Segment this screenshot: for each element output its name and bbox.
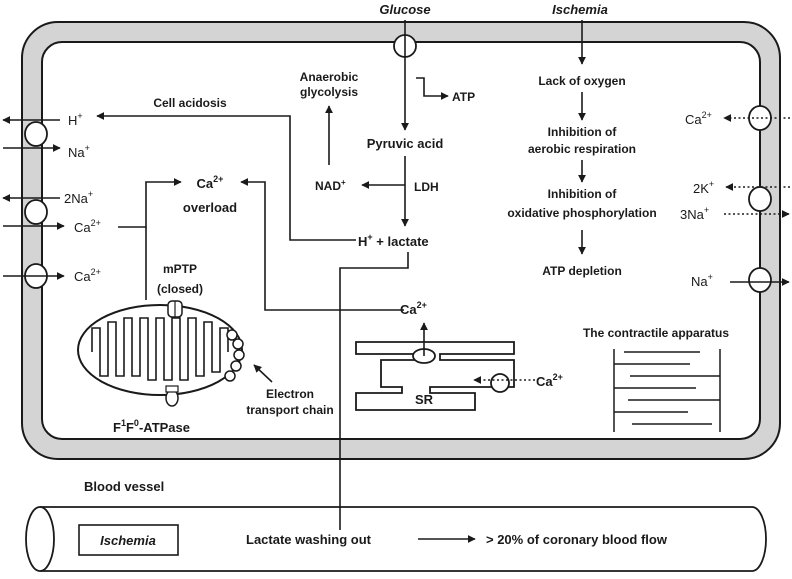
etc-pointer-arrow	[253, 364, 273, 383]
etc-label-2: transport chain	[246, 403, 333, 417]
sarcomere-filaments	[614, 351, 720, 425]
vessel-ischemia-label: Ischemia	[100, 533, 156, 548]
na-ion-label: Na+	[68, 143, 90, 160]
ca-ion-label-1: Ca2+	[74, 218, 101, 235]
anaerobic-glycolysis-label-1: Anaerobic	[300, 70, 359, 84]
sr-ca-to-overload-arrow	[240, 178, 404, 311]
inhibition-aerobic-2: aerobic respiration	[528, 142, 636, 156]
lack-of-oxygen: Lack of oxygen	[538, 74, 625, 88]
pyruvic-acid-label: Pyruvic acid	[367, 136, 444, 151]
inhibition-oxphos-1: Inhibition of	[548, 187, 618, 201]
mitochondrion	[77, 300, 273, 407]
lactate-washout-line	[339, 252, 409, 530]
ischemia-box	[78, 524, 179, 556]
na-channel-right	[748, 267, 772, 293]
right-na3-label: 3Na+	[680, 205, 709, 222]
sr-membrane	[355, 341, 515, 411]
contractile-label: The contractile apparatus	[583, 326, 729, 340]
atpase-label: F1F0-ATPase	[113, 418, 190, 435]
anaerobic-glycolysis-label-2: glycolysis	[300, 85, 358, 99]
ca-ion-label-2: Ca2+	[74, 267, 101, 284]
vessel-left-end	[25, 506, 55, 572]
sr-ca-release-label: Ca2+	[400, 300, 427, 317]
sr-label: SR	[415, 392, 434, 407]
glucose-label: Glucose	[379, 2, 430, 17]
atp-arrow	[416, 77, 449, 100]
mptp-label-1: mPTP	[163, 262, 197, 276]
left-ion-exchange: H+ Na+ 2Na+ Ca2+ Ca2+	[2, 111, 101, 284]
mitochondrion-cristae	[91, 317, 229, 381]
contractile-apparatus: The contractile apparatus	[583, 326, 729, 432]
right-na-label: Na+	[691, 272, 713, 289]
right-k-label: 2K+	[693, 179, 714, 196]
ldh-label: LDH	[414, 180, 439, 194]
overload-ca-label: Ca2+	[197, 174, 224, 191]
vessel-right-end	[751, 506, 767, 572]
sarcoplasmic-reticulum: SR Ca2+	[355, 322, 563, 411]
membrane-transporters	[24, 34, 772, 293]
glycolysis-pathway: ATP Anaerobic glycolysis Pyruvic acid NA…	[300, 20, 475, 249]
sr-ca-uptake-label: Ca2+	[536, 372, 563, 389]
nad-label: NAD+	[315, 178, 346, 193]
mptp-label-2: (closed)	[157, 282, 203, 296]
serca-pump	[490, 373, 510, 393]
ca-to-overload-arrow	[118, 178, 182, 228]
na-ca-exchanger	[24, 199, 48, 225]
ca-overload: Ca2+ overload Ca2+	[118, 174, 427, 317]
atp-depletion: ATP depletion	[542, 264, 622, 278]
blood-vessel-label: Blood vessel	[84, 479, 164, 494]
overload-label: overload	[183, 200, 237, 215]
cell-acidosis-label: Cell acidosis	[153, 96, 227, 110]
h-ion-label: H+	[68, 111, 83, 128]
etc-label-1: Electron	[266, 387, 314, 401]
ischemia-label: Ischemia	[552, 2, 608, 17]
cell-acidosis-path: Cell acidosis	[96, 96, 356, 241]
right-ion-exchange: Ca2+ 2K+ 3Na+ Na+	[680, 110, 790, 289]
mitochondrion-outer-membrane	[77, 304, 243, 396]
coronary-flow-label: > 20% of coronary blood flow	[486, 532, 668, 547]
na-k-pump	[748, 186, 772, 212]
two-na-ion-label: 2Na+	[64, 189, 93, 206]
electron-transport-chain-complexes	[224, 329, 245, 382]
lactate-washout-label: Lactate washing out	[246, 532, 372, 547]
blood-vessel: Ischemia Lactate washing out > 20% of co…	[25, 506, 767, 572]
h-lactate-label: H+ + lactate	[358, 232, 429, 249]
acidosis-arrow	[96, 112, 356, 241]
right-ca-label: Ca2+	[685, 110, 712, 127]
inhibition-aerobic-1: Inhibition of	[548, 125, 618, 139]
h-na-exchanger	[24, 121, 48, 147]
atp-label: ATP	[452, 90, 475, 104]
ischemia-cascade: Lack of oxygen Inhibition of aerobic res…	[507, 20, 657, 278]
inhibition-oxphos-2: oxidative phosphorylation	[507, 206, 656, 220]
